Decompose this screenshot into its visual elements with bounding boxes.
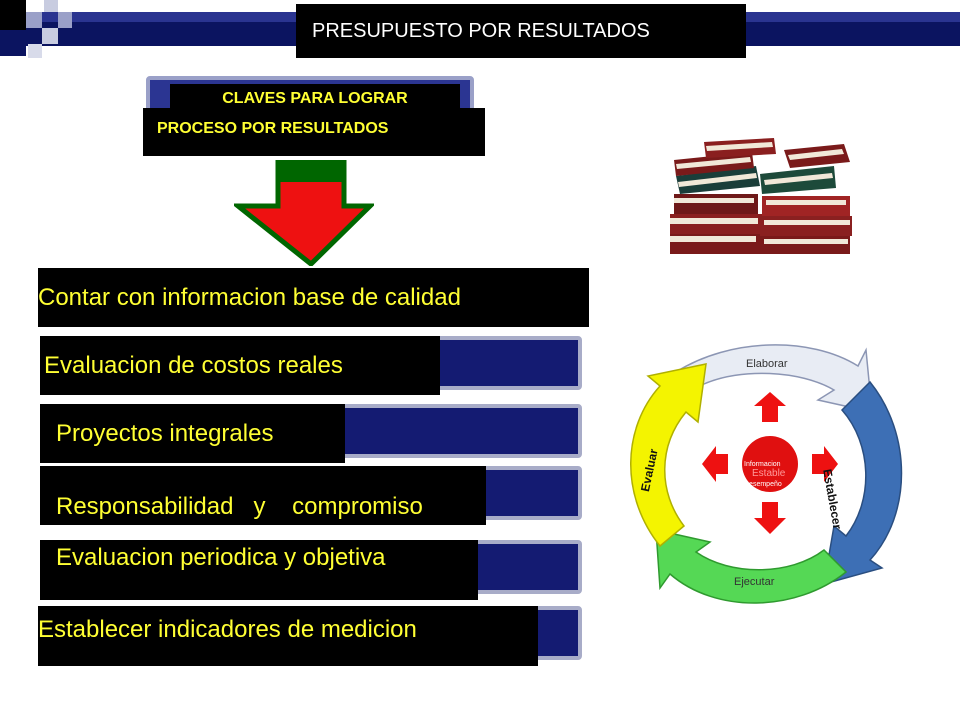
page-title: PRESUPUESTO POR RESULTADOS [296,4,746,58]
cycle-arrow-left [630,363,707,548]
list-item-label: Proyectos integrales [56,419,274,447]
cycle-diagram [630,344,903,604]
cycle-center-line1: Informacion [744,461,781,468]
list-item-evaluacion-periodica: Evaluacion periodica y objetiva [40,540,478,600]
list-item-label: Evaluacion de costos reales [44,351,343,379]
list-item-responsabilidad: Responsabilidad y compromiso [40,466,486,525]
cycle-arrow-right [823,380,903,586]
list-item-costos: Evaluacion de costos reales [40,336,440,395]
cycle-arrow-bottom [655,529,848,604]
claves-title-line2: PROCESO POR RESULTADOS [157,120,389,137]
cycle-center-circle [742,436,798,492]
list-item-indicadores: Establecer indicadores de medicion [38,606,538,666]
claves-front-panel [143,108,485,156]
cycle-center-line2: Desempeño [744,481,782,488]
list-item-label: Establecer indicadores de medicion [38,616,417,643]
cycle-arrow-top [674,344,873,413]
list-item-informacion: Contar con informacion base de calidad [38,268,589,327]
page-title-text: PRESUPUESTO POR RESULTADOS [312,19,650,42]
books-stack-image [670,138,852,254]
list-item-proyectos: Proyectos integrales [40,404,345,463]
down-arrow-icon [234,160,374,266]
claves-title-line1: CLAVES PARA LOGRAR [170,84,460,114]
banner-squares-decoration [0,0,80,60]
list-item-label: Evaluacion periodica y objetiva [56,544,386,571]
cycle-center-overlay: Estable [752,468,786,479]
cycle-inner-arrows [702,392,838,534]
list-item-label: Responsabilidad y compromiso [56,493,423,520]
list-item-label: Contar con informacion base de calidad [38,283,461,311]
cycle-label-elaborar: Elaborar [746,358,788,370]
cycle-label-ejecutar: Ejecutar [734,576,775,588]
list-item-back [300,404,582,458]
